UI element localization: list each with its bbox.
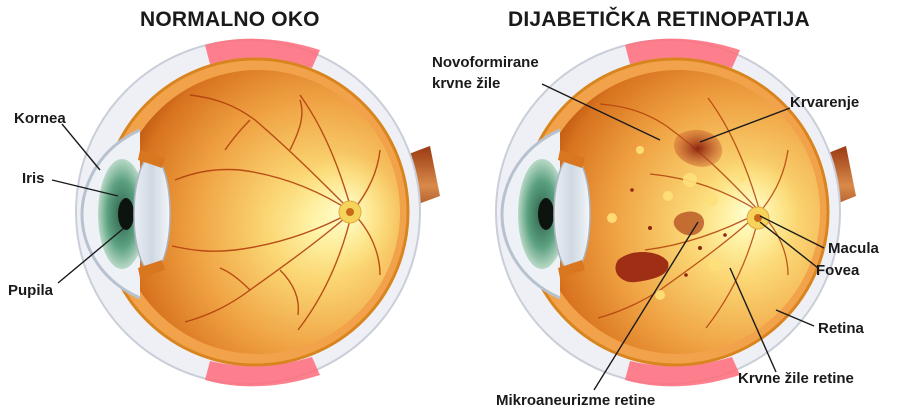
- lens-right: [554, 156, 590, 272]
- label-fovea: Fovea: [816, 262, 859, 280]
- label-novoformirane: Novoformirane: [432, 54, 539, 72]
- normal-eye: [52, 39, 440, 387]
- diabetic-eye: [496, 39, 856, 390]
- label-krvne-zile: krvne žile: [432, 75, 500, 93]
- label-mikroaneurizme: Mikroaneurizme retine: [496, 392, 655, 410]
- label-kornea: Kornea: [14, 110, 66, 128]
- label-iris: Iris: [22, 170, 45, 188]
- label-krvne-zile-retine: Krvne žile retine: [738, 370, 854, 388]
- label-krvarenje: Krvarenje: [790, 94, 859, 112]
- lens: [134, 156, 170, 272]
- fovea: [346, 208, 354, 216]
- title-diabetic-retinopathy: DIJABETIČKA RETINOPATIJA: [508, 8, 810, 32]
- label-macula: Macula: [828, 240, 879, 258]
- title-normal-eye: NORMALNO OKO: [140, 8, 320, 32]
- label-pupila: Pupila: [8, 282, 53, 300]
- label-retina: Retina: [818, 320, 864, 338]
- pupil: [118, 198, 134, 230]
- fovea-right: [754, 214, 762, 222]
- pupil-right: [538, 198, 554, 230]
